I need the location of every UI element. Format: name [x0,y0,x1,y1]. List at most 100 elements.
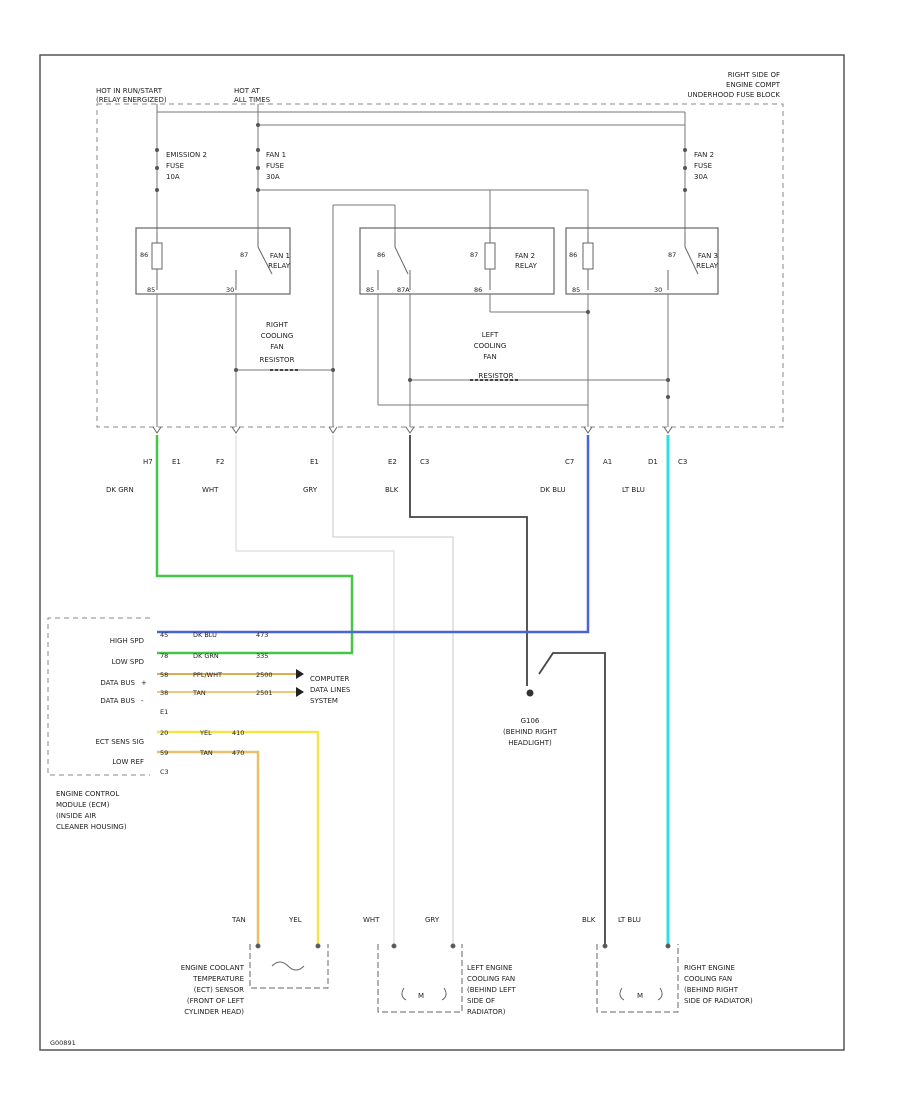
fuse-symbols [155,123,687,192]
ecm-pin-low-spd-wire: DK GRN [193,652,219,660]
bottom-wire-gry: GRY [425,916,440,924]
relay-fan1-sw-b: 30 [226,286,234,294]
left-fan-desc-1: LEFT ENGINE [467,964,513,972]
hot-at-line1: HOT AT [234,87,261,95]
relay-fan2-sw-b: 85 [366,286,374,294]
internal-wiring [156,205,669,427]
relay-fan3-coil-a: 86 [569,251,577,259]
relay-fan3-name: FAN 3 [698,252,718,260]
ecm-pin-high-spd-num: 45 [160,631,168,639]
relay-internals [151,232,699,290]
conn-e1b: E1 [310,458,319,466]
wire-wht [235,435,395,946]
left-cooling-1: LEFT [482,331,499,339]
ect-desc-4: (FRONT OF LEFT [187,997,245,1005]
computer-arrow-2 [296,687,304,697]
fuse-block-outline [96,103,784,428]
relay-fan2-box [359,227,555,295]
power-bus [156,104,686,232]
left-fan-desc-3: (BEHIND LEFT [467,986,516,994]
ecm-pin-lowref-num: 59 [160,749,168,757]
relay-fan2-sw-a: 86 [377,251,385,259]
bottom-wire-blk: BLK [582,916,596,924]
ground-id: G106 [521,717,540,725]
wire-label-gry: GRY [303,486,318,494]
ground-dot [526,689,534,697]
relay-fan1-coil-b: 85 [147,286,155,294]
conn-f2: F2 [216,458,224,466]
ecm-pin-low-spd-num: 78 [160,652,168,660]
ecm-title-2: MODULE (ECM) [56,801,110,809]
footer-code: G00891 [50,1039,76,1047]
ecm-pin-data-bus-minus-label: DATA BUS [100,697,135,705]
ecm-pin-low-spd-circuit: 335 [256,652,268,660]
computer-data-1: COMPUTER [310,675,349,683]
connector-symbols [152,426,673,434]
relay-fan1-box [135,227,291,295]
left-fan-desc-2: COOLING FAN [467,975,515,983]
bottom-wire-lt-blu: LT BLU [618,916,641,924]
ecm-pin-ect-label: ECT SENS SIG [95,738,144,746]
ect-desc-2: TEMPERATURE [192,975,244,983]
ecm-pin-high-spd-circuit: 473 [256,631,268,639]
relay-fan2-name: FAN 2 [515,252,535,260]
left-cooling-2: COOLING [474,342,507,350]
wire-label-lt-blu: LT BLU [622,486,645,494]
relay-fan1-label: RELAY [268,262,291,270]
relay-fan3-label: RELAY [696,262,719,270]
ecm-pin-lowref-wire: TAN [199,749,213,757]
wire-tan [157,750,260,946]
bottom-wire-wht: WHT [363,916,380,924]
fuse-fan1-rating: 30A [266,173,280,181]
ect-desc-3: (ECT) SENSOR [194,986,244,994]
fuse-fan1-name: FAN 1 [266,151,286,159]
relay-fan2-coil-a: 87 [470,251,478,259]
wire-yel [157,730,320,946]
conn-e1a: E1 [172,458,181,466]
fuse-fan2-label: FUSE [694,162,712,170]
fuse-fan1-label: FUSE [266,162,284,170]
fuse-emission2-rating: 10A [166,173,180,181]
block-title-line1: RIGHT SIDE OF [728,71,780,79]
ect-desc-1: ENGINE COOLANT [181,964,245,972]
bottom-wire-tan: TAN [231,916,246,924]
ecm-pin-end-e1: E1 [160,708,168,716]
wire-blk-to-ground [409,435,528,686]
left-fan-motor-icon: M [418,992,424,1000]
right-cooling-3: FAN [270,343,283,351]
ecm-pin-data-plus-num: 58 [160,671,168,679]
right-cooling-2: COOLING [261,332,294,340]
wire-label-dk-blu: DK BLU [540,486,566,494]
right-fan-desc-4: SIDE OF RADIATOR) [684,997,753,1005]
right-cooling-1: RIGHT [266,321,289,329]
right-fan-motor-icon: M [637,992,643,1000]
junction-dots [234,310,670,399]
computer-arrow-1 [296,669,304,679]
ecm-pin-high-spd-wire: DK BLU [193,631,217,639]
conn-d1: D1 [648,458,658,466]
conn-c7: C7 [565,458,574,466]
hot-in-run-line1: HOT IN RUN/START [96,87,163,95]
ecm-pin-low-ref-label: LOW REF [112,758,144,766]
ecm-pin-data-bus-plus-side: + [141,679,147,687]
ecm-pin-data-plus-circuit: 2500 [256,671,273,679]
relay-fan2-label: RELAY [515,262,538,270]
ecm-title-3: (INSIDE AIR [56,812,96,820]
ect-desc-5: CYLINDER HEAD) [184,1008,244,1016]
outer-frame [39,54,845,1051]
right-fan-symbol [596,943,679,1013]
fuse-emission2-label: FUSE [166,162,184,170]
left-cooling-4: RESISTOR [479,372,514,380]
relay-fan1-coil-a: 86 [140,251,148,259]
wire-dk-blu [157,435,590,634]
conn-c3a: C3 [420,458,429,466]
right-fan-desc-3: (BEHIND RIGHT [684,986,739,994]
relay-fan3-sw-b: 30 [654,286,662,294]
wire-label-blk: BLK [385,486,399,494]
left-cooling-3: FAN [483,353,496,361]
fuse-fan2-rating: 30A [694,173,708,181]
hot-at-line2: ALL TIMES [234,96,271,104]
wire-label-wht: WHT [202,486,219,494]
ecm-pin-end-c3: C3 [160,768,169,776]
conn-e2: E2 [388,458,397,466]
